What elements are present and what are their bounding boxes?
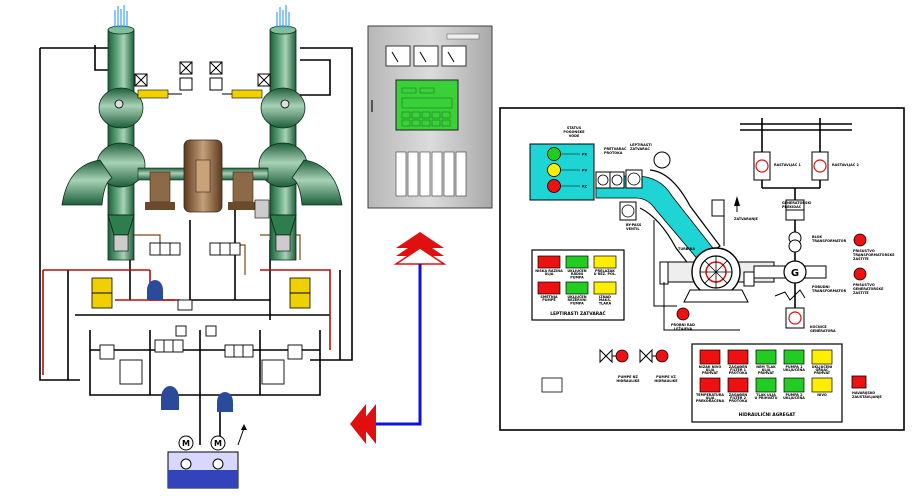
oil-tank-with-pumps: M M xyxy=(167,424,247,489)
left-outlet-pipe xyxy=(61,159,113,206)
emergency-stop-button[interactable] xyxy=(851,375,867,389)
alarm-cell xyxy=(727,377,749,393)
status-lamp xyxy=(547,147,561,161)
blank-indicator xyxy=(541,377,563,393)
indicator-lamps xyxy=(615,233,867,363)
by-pass-valve xyxy=(711,199,725,217)
label-rastavljac2: RASTAVLJAČ 2 xyxy=(832,162,859,167)
alarm-cell xyxy=(537,281,561,295)
water-spray-icon xyxy=(114,5,128,28)
column-bottom-valves xyxy=(107,199,297,252)
right-outlet-pipe xyxy=(291,159,343,206)
water-status-box xyxy=(529,143,595,201)
alarm-cell-label: NIVO xyxy=(817,393,827,397)
svg-text:M: M xyxy=(182,439,190,448)
label-turbina: TURBINA xyxy=(678,247,695,251)
status-lamp-label: RZ xyxy=(582,185,588,189)
status-lamp-group: PK PV RZ xyxy=(547,147,588,193)
top-valve-row xyxy=(134,61,271,99)
hmi-display xyxy=(395,79,459,131)
alarm-cell xyxy=(565,281,589,295)
valve-symbols xyxy=(599,348,653,364)
leptir-group-title: LEPTIRASTI ZATVARAČ xyxy=(550,310,605,317)
generator-label: G xyxy=(791,268,799,279)
alarm-cell xyxy=(699,377,721,393)
alarm-cell xyxy=(565,255,589,269)
alarm-cell xyxy=(755,349,777,365)
alarm-cell xyxy=(755,377,777,393)
hydro-group-title: HIDRAULIČNI AGREGAT xyxy=(739,411,796,418)
alarm-cell xyxy=(811,377,833,393)
alarm-cell xyxy=(811,349,833,365)
terminal-modules xyxy=(395,151,467,197)
accumulators xyxy=(147,280,233,412)
alarm-cell xyxy=(593,281,617,295)
alarm-cell xyxy=(783,349,805,365)
svg-text:M: M xyxy=(214,439,222,448)
turbine-icon xyxy=(659,247,775,303)
data-flow-arrows xyxy=(350,232,447,444)
alarm-cell xyxy=(727,349,749,365)
hydraulic-schematic: M M xyxy=(39,5,353,489)
status-lamp xyxy=(547,179,561,193)
hydraulic-cylinders xyxy=(91,277,311,309)
gauge-icon xyxy=(653,151,671,169)
label-rastavljac1: RASTAVLJAČ 1 xyxy=(774,162,801,167)
label-zatvaranje: ZATVARANJE xyxy=(734,217,758,221)
alarm-cell xyxy=(593,255,617,269)
control-cabinet xyxy=(367,25,493,209)
water-spray-icon xyxy=(276,5,290,28)
left-valve-housing xyxy=(98,87,144,129)
status-lamp-label: PK xyxy=(582,153,587,157)
solenoid-valve-blocks xyxy=(99,242,303,385)
status-lamp-label: PV xyxy=(582,169,587,173)
alarm-cell xyxy=(783,377,805,393)
right-valve-housing xyxy=(260,87,306,129)
status-lamp xyxy=(547,163,561,177)
alarm-cell xyxy=(537,255,561,269)
alarm-cell xyxy=(699,349,721,365)
gauge-meters xyxy=(385,45,467,67)
